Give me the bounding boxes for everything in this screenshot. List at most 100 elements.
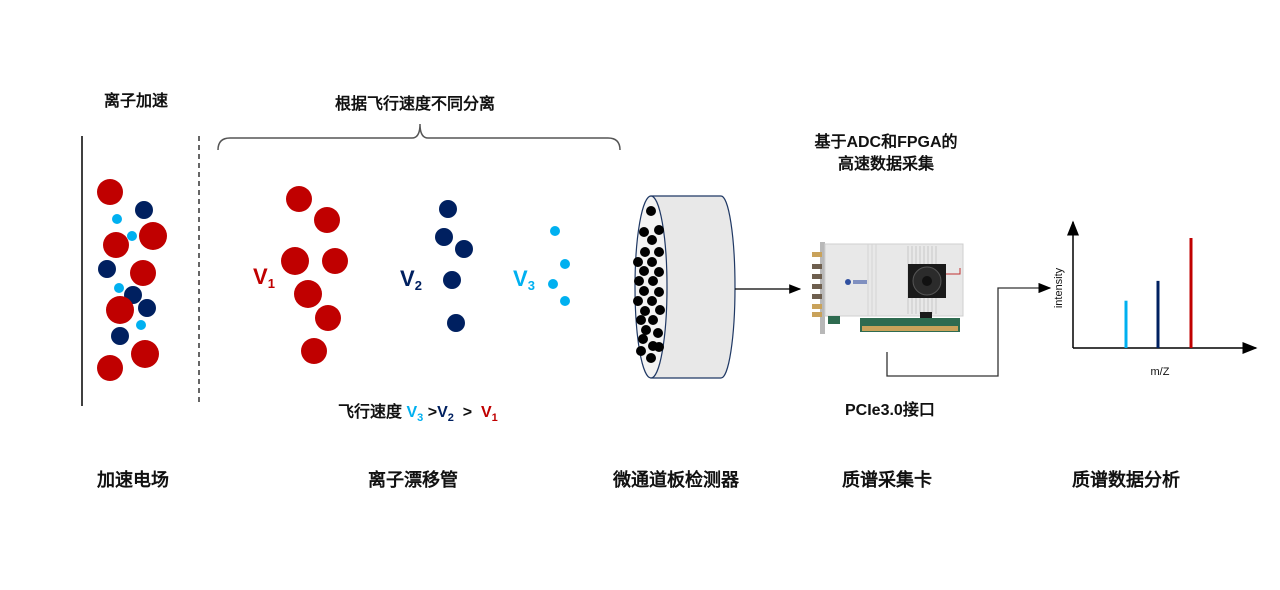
stage-label-drift-tube: 离子漂移管 [368, 470, 458, 490]
v1-sub: 1 [267, 276, 275, 291]
mcp-channel [641, 325, 651, 335]
mixed-ions [97, 179, 167, 381]
ion-v2 [455, 240, 473, 258]
stage-label-field: 加速电场 [97, 470, 169, 490]
mcp-channel [640, 247, 650, 257]
ion-v3 [560, 296, 570, 306]
ion [139, 222, 167, 250]
mcp-channel [647, 235, 657, 245]
v3-sub: 3 [527, 278, 535, 293]
ion-v2 [439, 200, 457, 218]
mcp-channel [633, 257, 643, 267]
speed-v3: V3 [406, 404, 424, 424]
ion-acceleration-label: 离子加速 [104, 93, 169, 110]
speed-prefix: 飞行速度 [338, 404, 403, 421]
adc-fpga-line2: 高速数据采集 [837, 156, 934, 173]
mcp-channel [639, 286, 649, 296]
v2-letter: V [400, 266, 415, 291]
ion [97, 179, 123, 205]
mcp-channel [633, 296, 643, 306]
mcp-channel [654, 247, 664, 257]
speed-v2-letter: V [437, 404, 448, 421]
ion [138, 299, 156, 317]
spectrum-xlabel: m/Z [1151, 366, 1170, 378]
ion [98, 260, 116, 278]
mcp-channel [640, 306, 650, 316]
v3-letter: V [513, 266, 528, 291]
ion-v1 [301, 338, 327, 364]
ion [103, 232, 129, 258]
mcp-channel [636, 315, 646, 325]
ion-v3 [550, 226, 560, 236]
adc-fpga-line1: 基于ADC和FPGA的 [814, 134, 958, 151]
mcp-channel [636, 346, 646, 356]
mcp-channel [654, 287, 664, 297]
stage-label-analysis: 质谱数据分析 [1072, 470, 1180, 490]
ion [127, 231, 137, 241]
pcie-label: PCIe3.0接口 [845, 402, 935, 419]
mcp-channel [639, 227, 649, 237]
ion-group-v2 [435, 200, 473, 332]
gt-1: > [427, 404, 438, 421]
ion [112, 214, 122, 224]
speed-v1-sub: 1 [491, 412, 498, 424]
mcp-channel [654, 267, 664, 277]
ion-group-v3 [548, 226, 570, 306]
mcp-channel [647, 296, 657, 306]
ion-v1 [281, 247, 309, 275]
ion-v2 [447, 314, 465, 332]
mcp-channel [654, 225, 664, 235]
mcp-channel [648, 276, 658, 286]
ion [135, 201, 153, 219]
speed-v3-sub: 3 [417, 412, 424, 424]
v1-letter: V [253, 264, 268, 289]
speed-v2-sub: 2 [447, 412, 454, 424]
detector-icon [633, 195, 736, 379]
ion-v1 [314, 207, 340, 233]
stage-label-daq-card: 质谱采集卡 [842, 470, 932, 490]
speed-relation: 飞行速度 V3 >V2 > V1 [338, 398, 498, 424]
ion [130, 260, 156, 286]
v3-label: V3 [513, 266, 535, 293]
mcp-channel [655, 305, 665, 315]
ion-v3 [548, 279, 558, 289]
pcie-connector-line [886, 282, 1052, 377]
ion [131, 340, 159, 368]
mcp-channel [654, 342, 664, 352]
v2-label: V2 [400, 266, 422, 293]
mcp-channel [634, 276, 644, 286]
mcp-channel [639, 266, 649, 276]
ion [97, 355, 123, 381]
brace-icon [217, 123, 621, 151]
ion-v1 [294, 280, 322, 308]
ion-v1 [315, 305, 341, 331]
gt-2: > [462, 404, 473, 421]
mcp-channel [646, 206, 656, 216]
v1-label: V1 [253, 264, 275, 291]
ion-group-v1 [281, 186, 348, 364]
speed-v1: V1 [480, 404, 498, 424]
ion-v2 [435, 228, 453, 246]
separation-label: 根据飞行速度不同分离 [335, 96, 496, 113]
daq-card-image [810, 238, 970, 336]
ion [106, 296, 134, 324]
ion-v1 [322, 248, 348, 274]
ion [114, 283, 124, 293]
spectrum-ylabel: intensity [1053, 267, 1065, 308]
ion [111, 327, 129, 345]
speed-v3-letter: V [406, 404, 418, 421]
speed-v1-letter: V [480, 404, 492, 421]
ion-v1 [286, 186, 312, 212]
mcp-channel [646, 353, 656, 363]
v2-sub: 2 [414, 278, 422, 293]
adc-fpga-label: 基于ADC和FPGA的 高速数据采集 [800, 132, 972, 176]
ion [136, 320, 146, 330]
mcp-channel [638, 334, 648, 344]
stage-label-detector: 微通道板检测器 [613, 470, 739, 490]
ion-v2 [443, 271, 461, 289]
speed-v2: V2 [437, 404, 454, 424]
mcp-channel [648, 315, 658, 325]
mcp-channel [653, 328, 663, 338]
ion-v3 [560, 259, 570, 269]
